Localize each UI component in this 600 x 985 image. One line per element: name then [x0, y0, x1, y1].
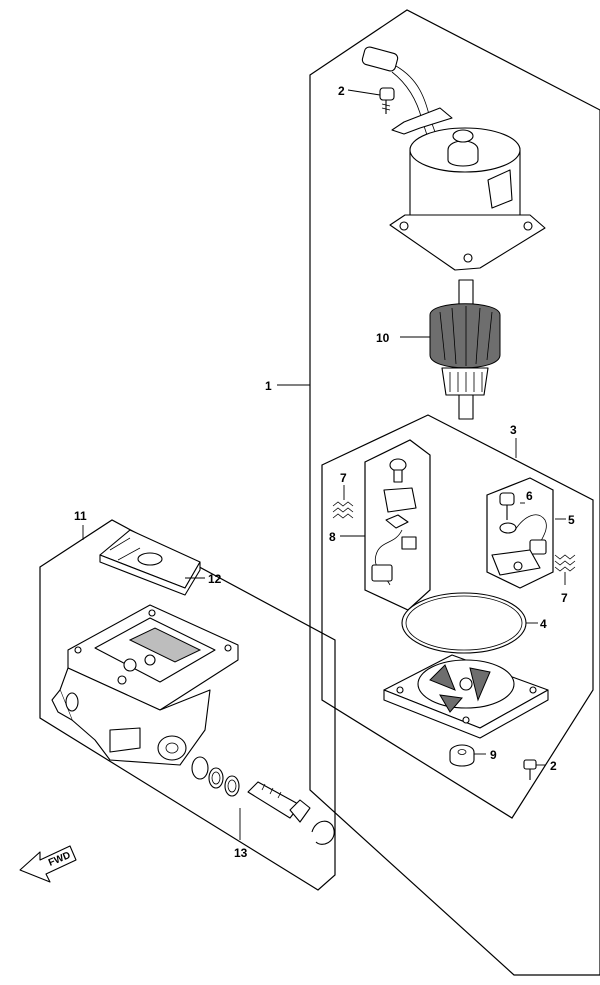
callout-12: 12	[208, 572, 222, 586]
pump-body	[51, 525, 239, 766]
callout-2-bottom: 2	[550, 759, 557, 773]
group-1-outline	[309, 9, 600, 976]
brush-plate	[383, 654, 549, 739]
callout-10: 10	[376, 331, 390, 345]
cover-plate	[99, 529, 205, 596]
group-11-outline	[39, 519, 336, 891]
group-3-outline	[321, 414, 594, 819]
washer	[449, 744, 486, 767]
spring-left	[332, 485, 354, 519]
callout-3: 3	[510, 423, 517, 437]
o-ring-large	[401, 592, 538, 654]
callout-11: 11	[74, 509, 87, 523]
fwd-arrow: FWD	[19, 845, 77, 883]
callout-1: 1	[265, 379, 272, 393]
callout-13: 13	[234, 846, 248, 860]
screw-bottom	[523, 759, 546, 780]
callout-7-right: 7	[561, 591, 568, 605]
brush-holder-left	[340, 439, 431, 611]
screw-top	[347, 87, 395, 114]
brush-holder-right	[486, 477, 566, 589]
callout-5: 5	[568, 513, 575, 527]
callout-4: 4	[540, 617, 547, 631]
callout-8: 8	[329, 530, 336, 544]
callout-6: 6	[526, 489, 533, 503]
valve-set	[191, 756, 335, 845]
callout-7-left: 7	[340, 471, 347, 485]
callout-2-top: 2	[338, 84, 345, 98]
motor-housing	[361, 46, 546, 271]
armature	[400, 279, 501, 420]
spring-right	[554, 554, 576, 585]
callout-9: 9	[490, 748, 497, 762]
